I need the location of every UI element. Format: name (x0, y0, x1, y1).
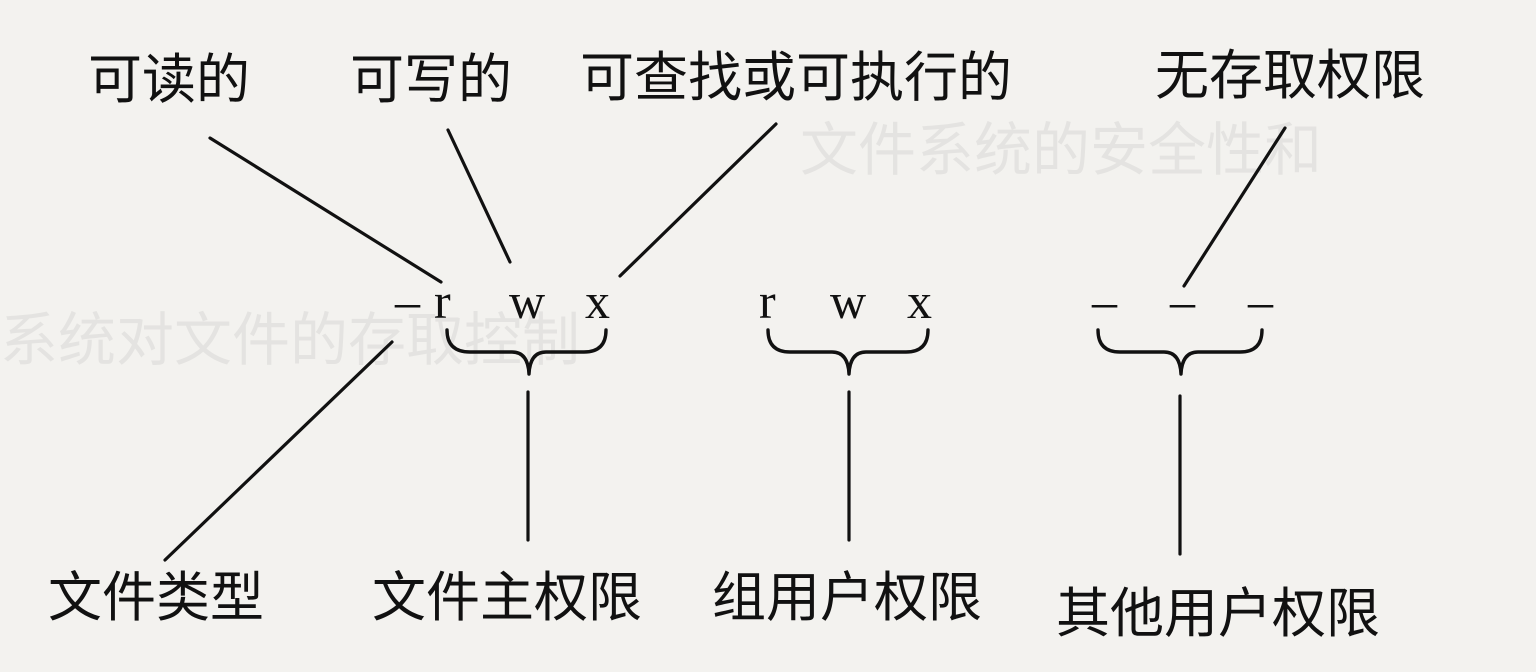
label-executable: 可查找或可执行的 (580, 46, 1012, 109)
pointer-file-type (163, 340, 394, 562)
brace-group (766, 328, 930, 376)
label-readable: 可读的 (88, 48, 250, 111)
perm-others-1: – (1091, 273, 1118, 329)
svg-text:系统对文件的存取控制: 系统对文件的存取控制 (0, 306, 580, 374)
perm-others-2: – (1169, 273, 1196, 329)
label-writable: 可写的 (350, 48, 512, 111)
perm-owner-w: w (509, 273, 545, 329)
perm-owner-r: r (434, 273, 451, 329)
pointer-no-access (1182, 126, 1287, 288)
perm-group-r: r (759, 273, 776, 329)
label-others-perms: 其他用户权限 (1056, 582, 1380, 645)
bleed-through: 文件系统的安全性和 系统对文件的存取控制 (0, 116, 1322, 374)
perm-others-3: – (1247, 273, 1274, 329)
label-no-access: 无存取权限 (1155, 44, 1425, 107)
pointer-readable (208, 136, 443, 284)
perm-group-w: w (830, 273, 866, 329)
label-owner-perms: 文件主权限 (372, 566, 642, 629)
pointer-writable (446, 128, 512, 264)
perm-owner-x: x (585, 273, 610, 329)
brace-owner (445, 328, 608, 376)
pointer-executable (618, 122, 778, 278)
perm-group-x: x (907, 273, 932, 329)
perm-file-type: – (394, 273, 421, 329)
brace-others (1096, 328, 1264, 376)
label-file-type: 文件类型 (48, 566, 264, 629)
label-group-perms: 组用户权限 (712, 566, 982, 629)
svg-text:文件系统的安全性和: 文件系统的安全性和 (800, 116, 1322, 184)
